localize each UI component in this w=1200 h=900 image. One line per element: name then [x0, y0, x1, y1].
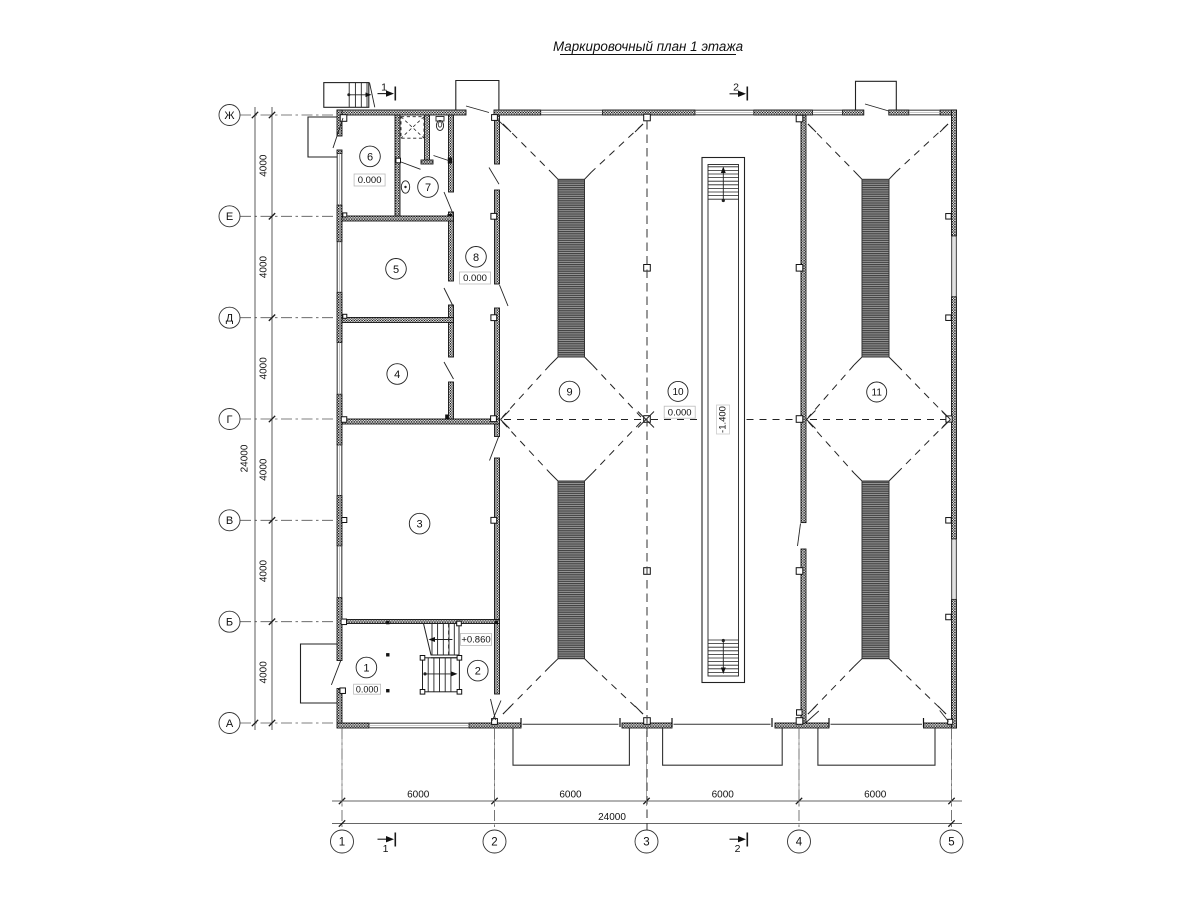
svg-text:6000: 6000 [712, 790, 735, 801]
svg-text:2: 2 [475, 666, 481, 678]
svg-text:4: 4 [394, 369, 400, 381]
svg-text:6000: 6000 [559, 790, 582, 801]
svg-text:6000: 6000 [864, 790, 887, 801]
svg-text:8: 8 [473, 252, 479, 264]
svg-text:9: 9 [566, 386, 572, 398]
svg-text:4: 4 [796, 837, 803, 849]
svg-text:0.000: 0.000 [358, 175, 382, 186]
svg-text:Д: Д [226, 313, 234, 325]
svg-text:7: 7 [425, 182, 431, 194]
svg-text:Маркировочный план 1 этажа: Маркировочный план 1 этажа [553, 39, 743, 54]
svg-text:4000: 4000 [259, 154, 270, 177]
svg-text:0.000: 0.000 [668, 407, 692, 418]
svg-text:4000: 4000 [259, 357, 270, 380]
svg-text:0.000: 0.000 [356, 684, 379, 694]
svg-text:2: 2 [491, 837, 497, 849]
svg-text:В: В [226, 515, 233, 527]
svg-text:2: 2 [735, 843, 741, 855]
svg-text:5: 5 [393, 264, 399, 276]
svg-text:6: 6 [367, 151, 373, 163]
svg-text:11: 11 [872, 388, 883, 399]
svg-text:3: 3 [643, 837, 649, 849]
svg-text:А: А [226, 718, 234, 730]
svg-text:3: 3 [417, 519, 423, 531]
svg-text:2: 2 [733, 82, 739, 94]
svg-text:24000: 24000 [240, 444, 251, 472]
svg-text:1: 1 [383, 843, 389, 855]
svg-text:1: 1 [339, 837, 345, 849]
svg-text:0.000: 0.000 [463, 273, 487, 284]
svg-text:4000: 4000 [259, 458, 270, 481]
svg-text:+0.860: +0.860 [461, 635, 490, 646]
svg-text:5: 5 [948, 837, 954, 849]
svg-text:Б: Б [226, 617, 233, 629]
svg-text:4000: 4000 [259, 255, 270, 278]
svg-text:6000: 6000 [407, 790, 430, 801]
svg-text:24000: 24000 [598, 812, 626, 823]
svg-text:1: 1 [363, 662, 369, 674]
svg-text:-1.400: -1.400 [718, 406, 729, 433]
svg-text:Г: Г [227, 414, 233, 426]
svg-text:4000: 4000 [259, 661, 270, 684]
svg-text:Ж: Ж [224, 110, 234, 122]
svg-text:Е: Е [226, 211, 233, 223]
svg-text:10: 10 [672, 387, 684, 398]
svg-text:1: 1 [381, 82, 387, 94]
svg-text:4000: 4000 [259, 559, 270, 582]
